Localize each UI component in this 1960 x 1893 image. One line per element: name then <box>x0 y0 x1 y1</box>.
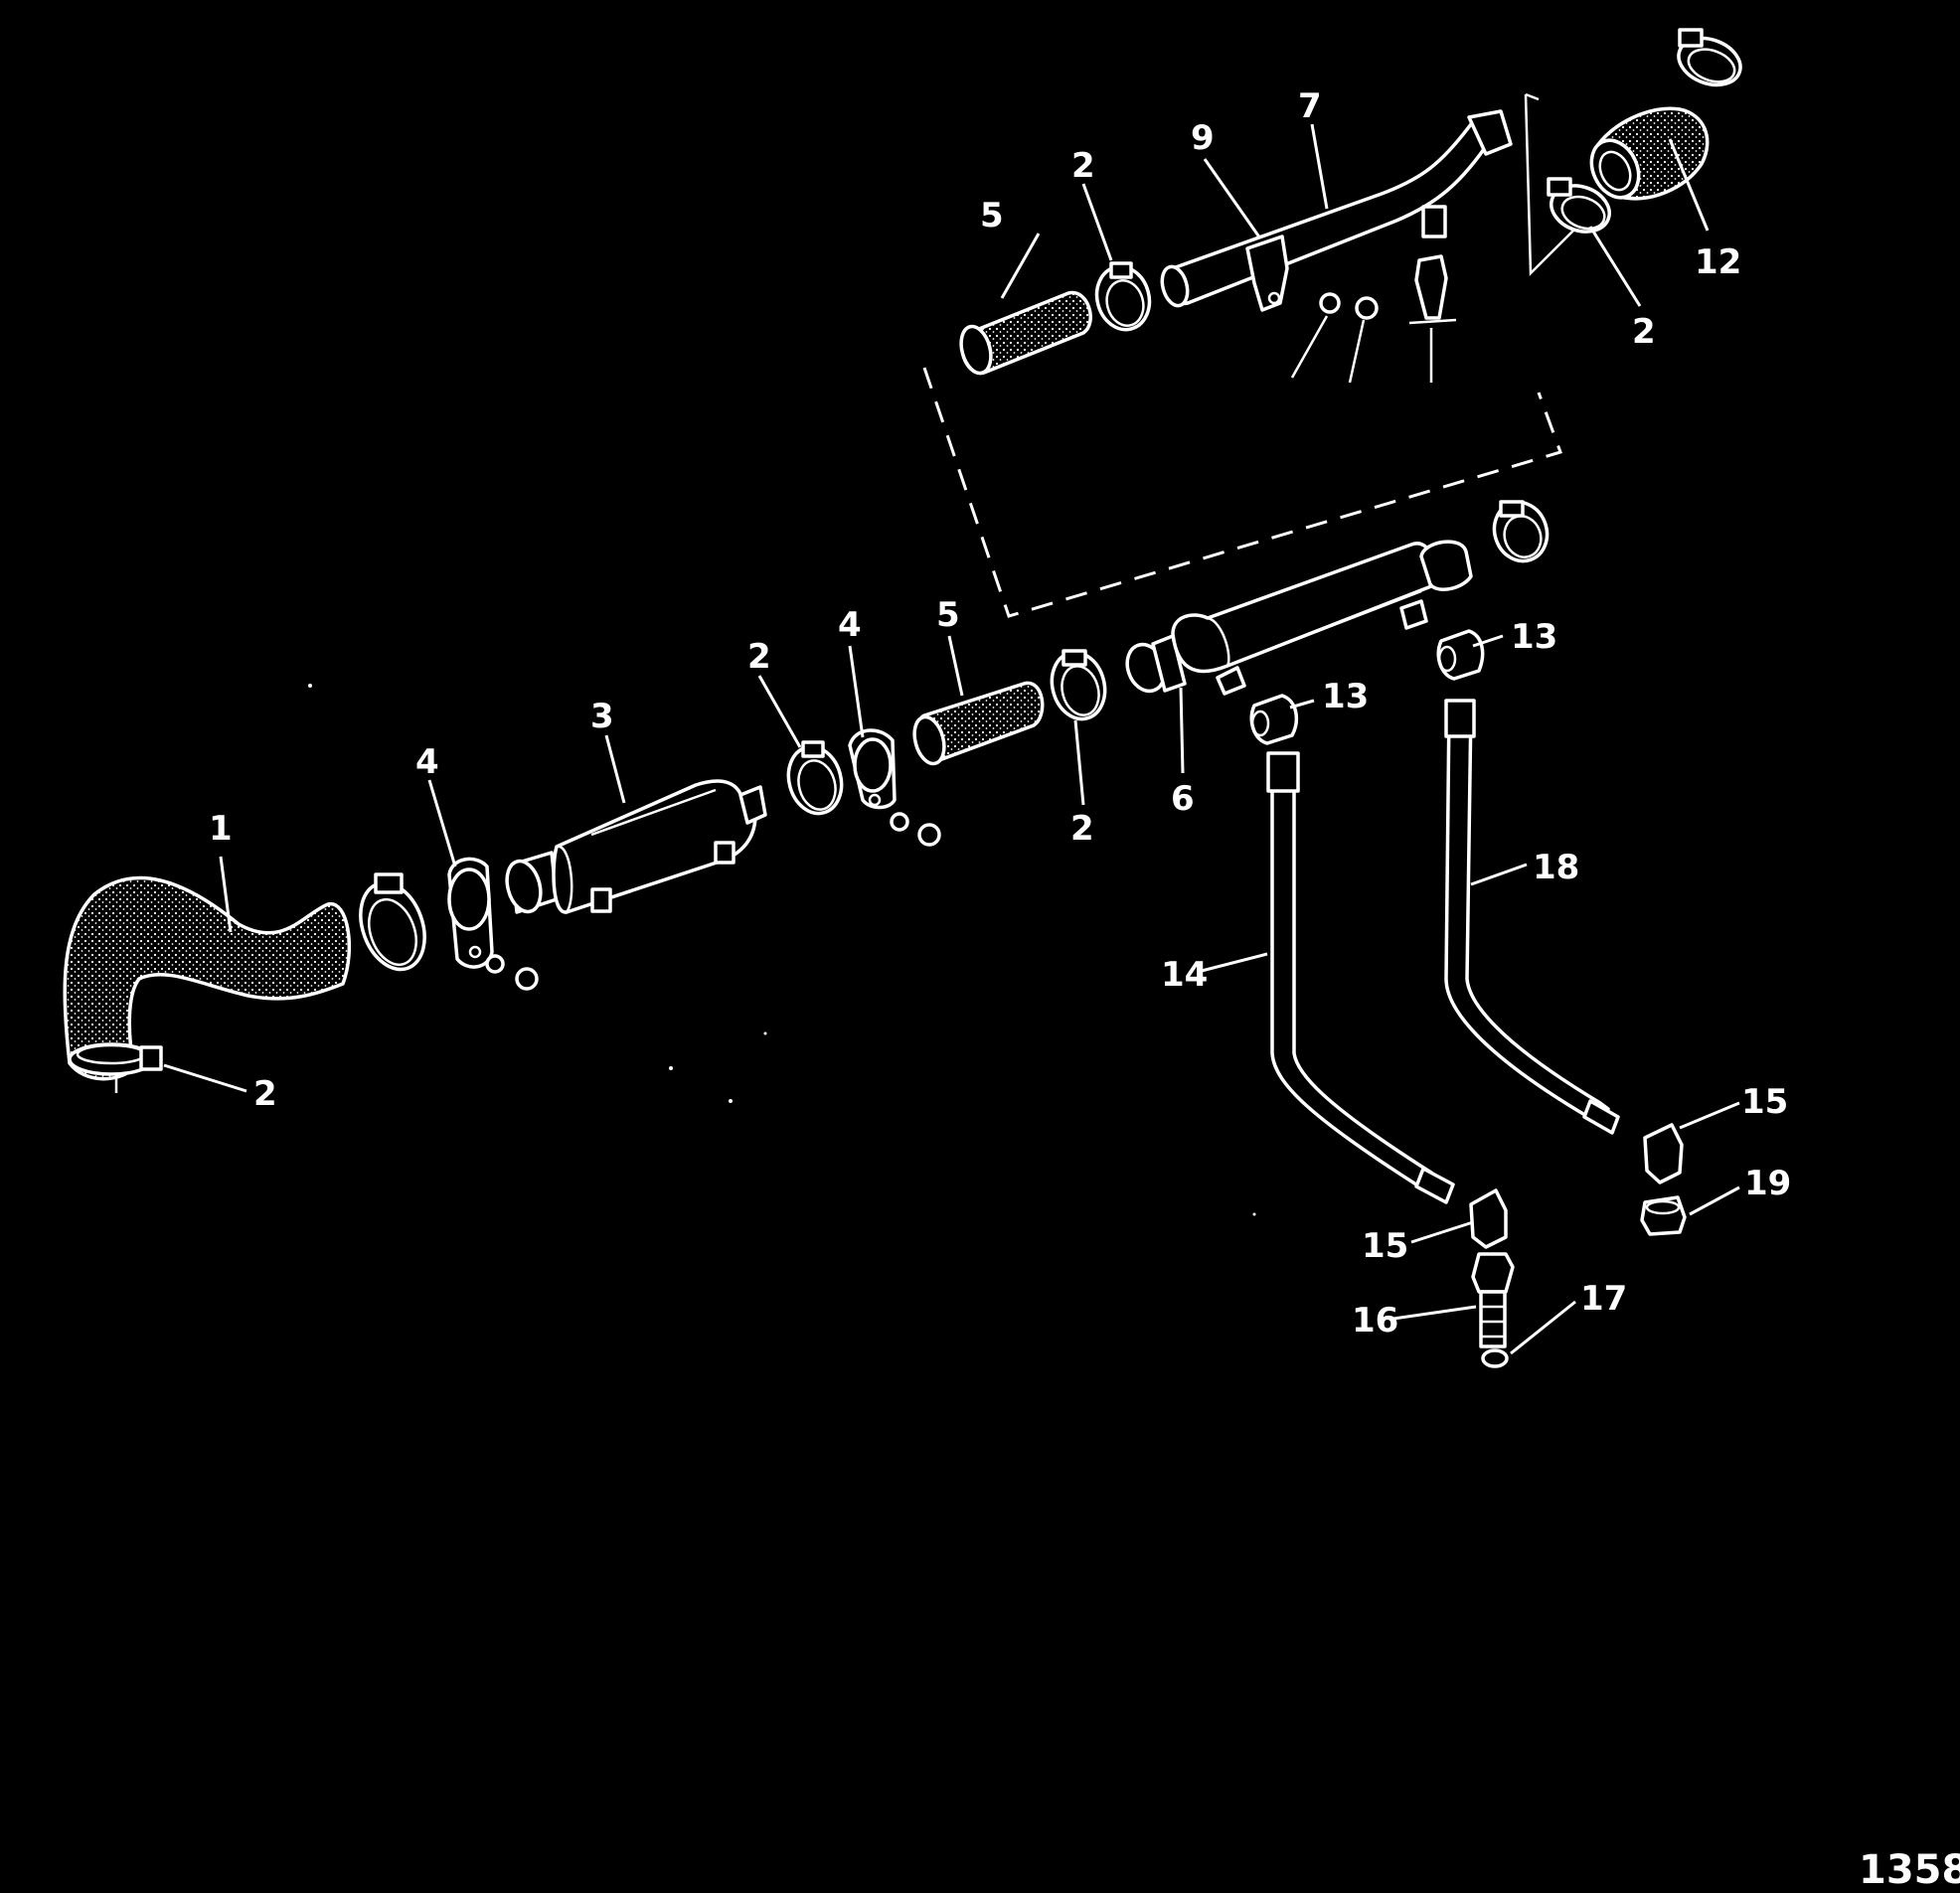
callout-4-a: 4 <box>415 742 439 782</box>
cooler-part-6 <box>1125 540 1473 696</box>
pipe-part-7 <box>1160 109 1513 308</box>
callout-6: 6 <box>1171 779 1195 819</box>
clamp-hose-1-end <box>359 872 426 972</box>
callout-13-a: 13 <box>1322 677 1369 716</box>
elbow-part-15-a <box>1469 1188 1508 1249</box>
drain-plug-top <box>1408 254 1457 325</box>
clamp-part-2-c <box>1050 649 1107 721</box>
hose-part-1 <box>63 875 352 1081</box>
callout-5-a: 5 <box>936 595 960 635</box>
clamp-part-2-d <box>1094 261 1152 332</box>
callout-3: 3 <box>590 697 614 736</box>
callout-5-b: 5 <box>980 196 1004 236</box>
cooler-part-3 <box>505 779 767 914</box>
callout-14: 14 <box>1161 955 1208 995</box>
bracket-part-9 <box>1245 235 1289 312</box>
callout-1: 1 <box>209 809 233 849</box>
callout-labels: 1 2 4 3 2 4 5 2 6 13 13 5 2 9 7 12 2 14 … <box>209 86 1791 1341</box>
callout-2-a: 2 <box>253 1074 277 1114</box>
washer-part-17 <box>1481 1348 1509 1368</box>
nut-part-19 <box>1640 1195 1687 1236</box>
washer-nut-top <box>1319 292 1379 320</box>
dashed-assembly-outline <box>922 367 1562 618</box>
tube-part-14 <box>1266 751 1455 1204</box>
callout-19: 19 <box>1744 1164 1791 1203</box>
fitting-part-13-b <box>1436 629 1485 681</box>
callout-15-b: 15 <box>1741 1082 1788 1122</box>
specks <box>308 684 1256 1216</box>
bracket-part-4-a <box>447 857 539 991</box>
callout-4-b: 4 <box>838 605 862 645</box>
callout-9: 9 <box>1191 118 1215 158</box>
callout-2-b: 2 <box>747 637 771 677</box>
coupler-part-12 <box>1589 106 1710 201</box>
fitting-part-13-a <box>1249 694 1299 745</box>
hose-part-5-a <box>912 681 1045 766</box>
callout-7: 7 <box>1298 86 1322 126</box>
clamp-part-2-a <box>68 1042 163 1093</box>
callout-2-d: 2 <box>1071 146 1095 186</box>
clamp-part-2-e <box>1547 177 1611 234</box>
tube-part-18 <box>1444 699 1620 1135</box>
hose-part-5-b <box>959 290 1092 376</box>
callout-2-c: 2 <box>1070 809 1094 849</box>
clamp-right-of-6 <box>1492 500 1550 563</box>
clamp-part-12-top <box>1677 28 1742 87</box>
leader-lines <box>163 123 1740 1355</box>
clamp-part-2-b <box>786 740 844 816</box>
bolt-part-16 <box>1471 1252 1515 1348</box>
bracket-part-4-b <box>848 728 941 847</box>
callout-2-e: 2 <box>1632 312 1656 352</box>
elbow-part-15-b <box>1643 1123 1684 1184</box>
callout-15-a: 15 <box>1362 1226 1408 1266</box>
top-leader-lines <box>1290 315 1433 384</box>
figure-number: 13586 <box>1859 1847 1960 1893</box>
callout-18: 18 <box>1533 848 1579 887</box>
callout-12: 12 <box>1695 242 1741 282</box>
callout-16: 16 <box>1352 1301 1398 1341</box>
callout-13-b: 13 <box>1511 617 1557 657</box>
callout-17: 17 <box>1580 1279 1627 1319</box>
